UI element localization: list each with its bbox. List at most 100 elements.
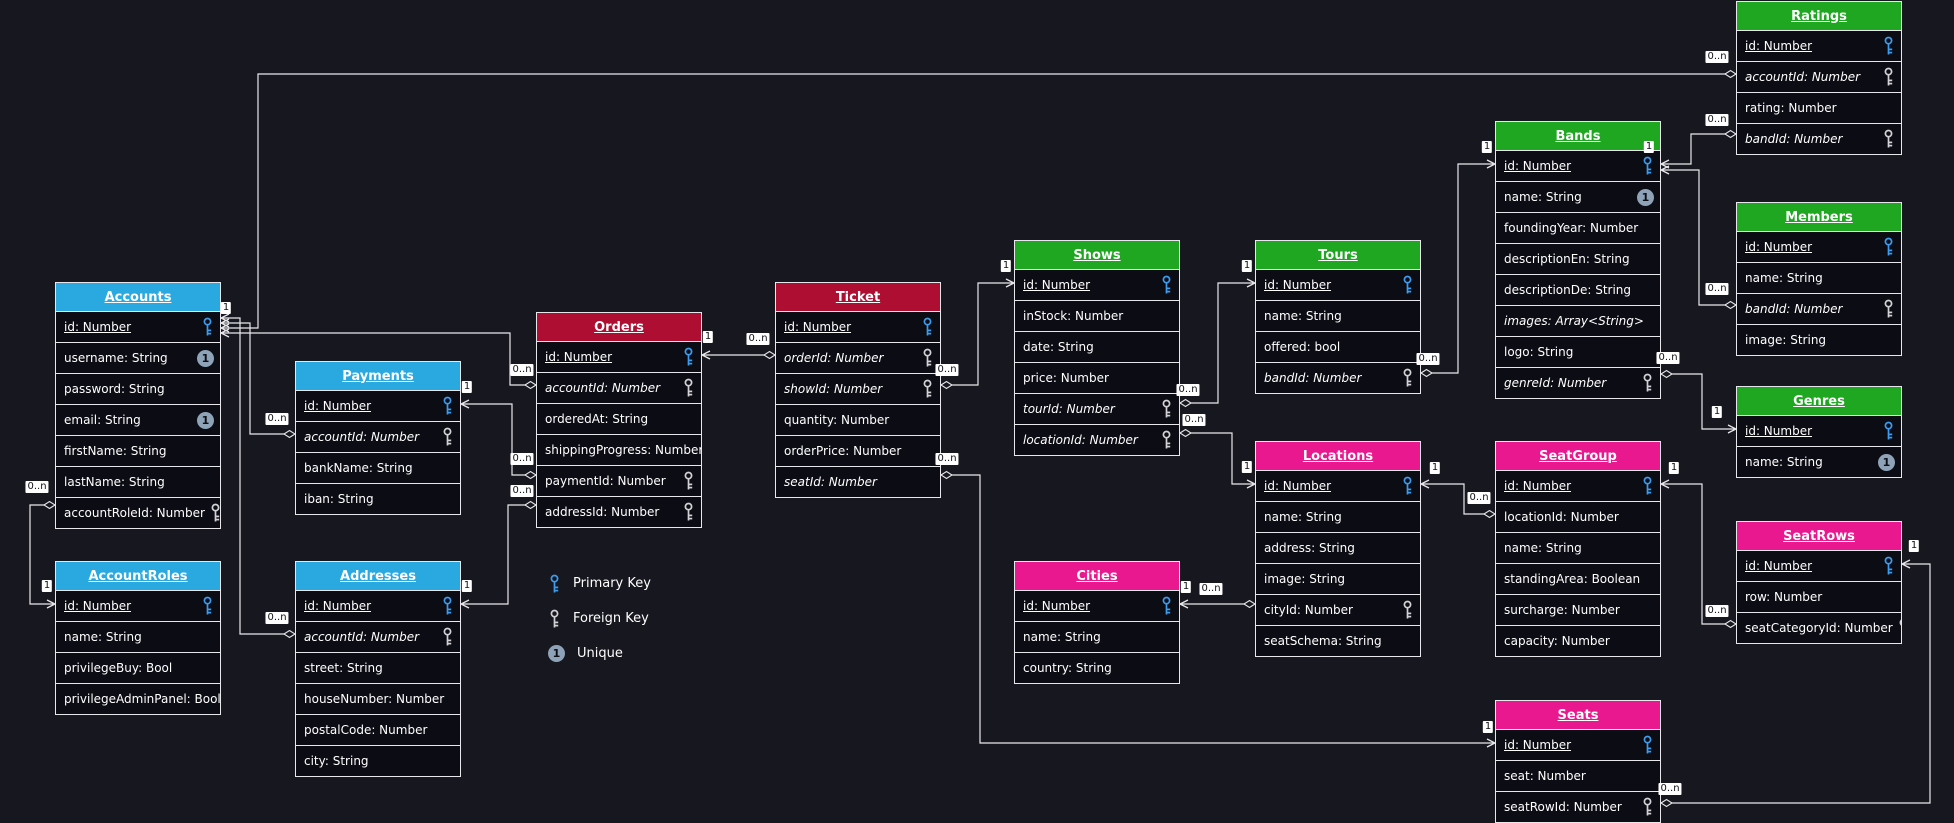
entity-row[interactable]: seatCategoryId: Number	[1737, 613, 1901, 643]
entity-title[interactable]: Locations	[1256, 442, 1420, 471]
entity-row[interactable]: privilegeBuy: Bool	[56, 653, 220, 684]
entity-row[interactable]: descriptionEn: String	[1496, 244, 1660, 275]
entity-row[interactable]: privilegeAdminPanel: Bool	[56, 684, 220, 714]
entity-row[interactable]: lastName: String	[56, 467, 220, 498]
entity-row[interactable]: name: String	[1256, 502, 1420, 533]
entity-row[interactable]: showId: Number	[776, 374, 940, 405]
entity-row[interactable]: id: Number	[776, 312, 940, 343]
entity-row[interactable]: rating: Number	[1737, 93, 1901, 124]
entity-row[interactable]: name: String	[1737, 263, 1901, 294]
entity-row[interactable]: foundingYear: Number	[1496, 213, 1660, 244]
entity-row[interactable]: accountId: Number	[1737, 62, 1901, 93]
entity-row[interactable]: id: Number	[1496, 730, 1660, 761]
entity-row[interactable]: seatId: Number	[776, 467, 940, 497]
entity-row[interactable]: orderId: Number	[776, 343, 940, 374]
entity-row[interactable]: name: String	[56, 622, 220, 653]
entity-row[interactable]: tourId: Number	[1015, 394, 1179, 425]
entity-row[interactable]: genreId: Number	[1496, 368, 1660, 398]
entity-row[interactable]: accountId: Number	[537, 373, 701, 404]
entity-row[interactable]: bandId: Number	[1737, 294, 1901, 325]
entity-title[interactable]: Tours	[1256, 241, 1420, 270]
entity-title[interactable]: Ticket	[776, 283, 940, 312]
entity-row[interactable]: standingArea: Boolean	[1496, 564, 1660, 595]
entity-row[interactable]: seatSchema: String	[1256, 626, 1420, 656]
entity-row[interactable]: id: Number	[1737, 31, 1901, 62]
entity-row[interactable]: city: String	[296, 746, 460, 776]
entity-row[interactable]: surcharge: Number	[1496, 595, 1660, 626]
entity-row[interactable]: images: Array<String>	[1496, 306, 1660, 337]
entity-row[interactable]: bankName: String	[296, 453, 460, 484]
entity-row[interactable]: password: String	[56, 374, 220, 405]
entity-row[interactable]: locationId: Number	[1015, 425, 1179, 455]
entity-row[interactable]: bandId: Number	[1256, 363, 1420, 393]
entity-title[interactable]: Seats	[1496, 701, 1660, 730]
entity-row[interactable]: id: Number	[1015, 270, 1179, 301]
entity-row[interactable]: id: Number	[1737, 232, 1901, 263]
entity-row[interactable]: paymentId: Number	[537, 466, 701, 497]
entity-title[interactable]: AccountRoles	[56, 562, 220, 591]
entity-row[interactable]: cityId: Number	[1256, 595, 1420, 626]
entity-row[interactable]: id: Number	[1737, 551, 1901, 582]
entity-row[interactable]: address: String	[1256, 533, 1420, 564]
entity-row[interactable]: id: Number	[296, 391, 460, 422]
entity-row[interactable]: seatRowId: Number	[1496, 792, 1660, 822]
entity-row[interactable]: addressId: Number	[537, 497, 701, 527]
entity-row[interactable]: shippingProgress: Number	[537, 435, 701, 466]
entity-title[interactable]: Addresses	[296, 562, 460, 591]
entity-row[interactable]: accountId: Number	[296, 422, 460, 453]
entity-row[interactable]: logo: String	[1496, 337, 1660, 368]
entity-row[interactable]: firstName: String	[56, 436, 220, 467]
entity-row[interactable]: name: String	[1015, 622, 1179, 653]
entity-row[interactable]: id: Number	[1256, 471, 1420, 502]
entity-row[interactable]: quantity: Number	[776, 405, 940, 436]
entity-row[interactable]: postalCode: Number	[296, 715, 460, 746]
entity-title[interactable]: Payments	[296, 362, 460, 391]
entity-row[interactable]: accountRoleId: Number	[56, 498, 220, 528]
entity-row[interactable]: id: Number	[537, 342, 701, 373]
entity-title[interactable]: Bands	[1496, 122, 1660, 151]
entity-row[interactable]: offered: bool	[1256, 332, 1420, 363]
entity-row[interactable]: country: String	[1015, 653, 1179, 683]
entity-row[interactable]: locationId: Number	[1496, 502, 1660, 533]
entity-row[interactable]: name: String	[1256, 301, 1420, 332]
entity-title[interactable]: Ratings	[1737, 2, 1901, 31]
entity-row[interactable]: date: String	[1015, 332, 1179, 363]
entity-row[interactable]: seat: Number	[1496, 761, 1660, 792]
entity-row[interactable]: image: String	[1737, 325, 1901, 355]
entity-row[interactable]: id: Number	[56, 591, 220, 622]
entity-row[interactable]: descriptionDe: String	[1496, 275, 1660, 306]
entity-row[interactable]: houseNumber: Number	[296, 684, 460, 715]
entity-title[interactable]: Cities	[1015, 562, 1179, 591]
entity-title[interactable]: Genres	[1737, 387, 1901, 416]
entity-row[interactable]: name: String	[1496, 533, 1660, 564]
entity-row[interactable]: accountId: Number	[296, 622, 460, 653]
entity-title[interactable]: Orders	[537, 313, 701, 342]
entity-title[interactable]: SeatGroup	[1496, 442, 1660, 471]
entity-title[interactable]: SeatRows	[1737, 522, 1901, 551]
entity-row[interactable]: inStock: Number	[1015, 301, 1179, 332]
entity-row[interactable]: id: Number	[1015, 591, 1179, 622]
entity-row[interactable]: price: Number	[1015, 363, 1179, 394]
entity-row[interactable]: id: Number	[296, 591, 460, 622]
entity-title[interactable]: Members	[1737, 203, 1901, 232]
entity-title[interactable]: Shows	[1015, 241, 1179, 270]
entity-row[interactable]: id: Number	[1496, 471, 1660, 502]
